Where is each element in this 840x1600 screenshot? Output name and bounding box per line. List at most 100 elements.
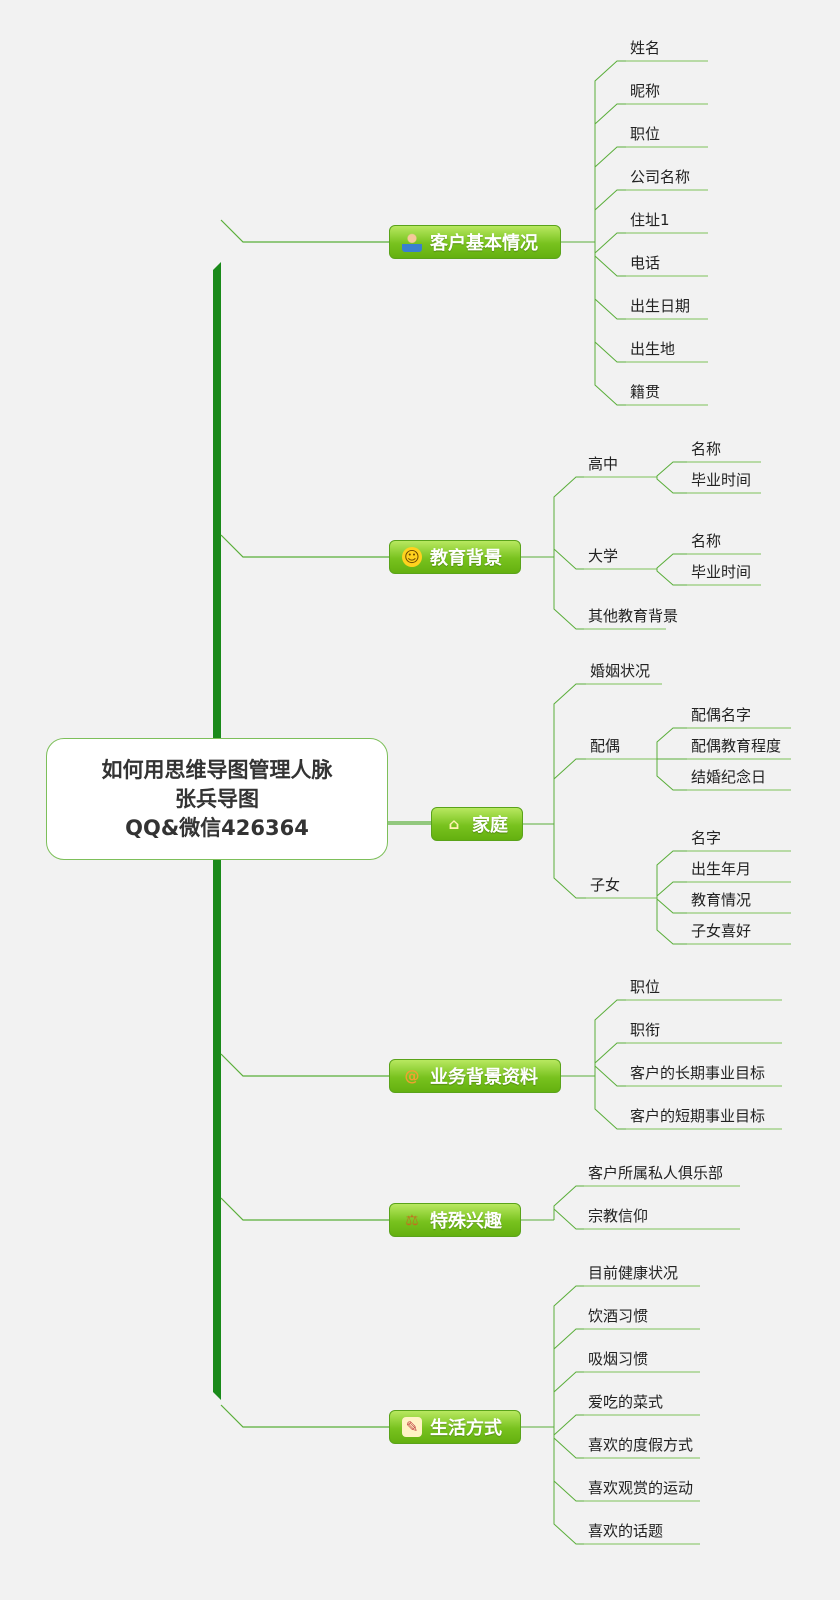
branch-topic-4[interactable]: @业务背景资料 bbox=[389, 1059, 561, 1093]
branch-topic-2[interactable]: ☺ 教育背景 bbox=[389, 540, 521, 574]
grandchild-topic[interactable]: 名字 bbox=[691, 829, 722, 847]
child-topic[interactable]: 喜欢的话题 bbox=[588, 1522, 664, 1540]
connector-line bbox=[553, 1328, 584, 1427]
child-topic[interactable]: 住址1 bbox=[630, 211, 670, 229]
branch-topic-5[interactable]: ⚖ 特殊兴趣 bbox=[389, 1203, 521, 1237]
scales-icon: ⚖ bbox=[405, 1211, 419, 1229]
child-topic[interactable]: 配偶 bbox=[590, 737, 621, 755]
house-icon: ⌂ bbox=[448, 815, 460, 833]
person-icon bbox=[402, 232, 422, 252]
branch-topic-3[interactable]: ⌂ 家庭 bbox=[431, 807, 523, 841]
grandchild-topic[interactable]: 教育情况 bbox=[691, 891, 752, 909]
connector-line bbox=[553, 1185, 584, 1220]
child-topic[interactable]: 客户所属私人俱乐部 bbox=[588, 1164, 724, 1182]
palette-icon: ✎ bbox=[402, 1417, 422, 1437]
child-topic[interactable]: 职位 bbox=[630, 125, 661, 143]
branch-topic-1[interactable]: 客户基本情况 bbox=[389, 225, 561, 259]
at-sign-icon: @ bbox=[404, 1067, 420, 1085]
smiley-icon: ☺ bbox=[402, 547, 422, 567]
connector-line bbox=[656, 553, 687, 569]
connector-line bbox=[594, 242, 626, 406]
connector-line bbox=[656, 898, 687, 914]
connector-line bbox=[594, 1042, 626, 1076]
child-topic[interactable]: 客户的长期事业目标 bbox=[630, 1064, 766, 1082]
child-topic[interactable]: 大学 bbox=[588, 547, 619, 565]
central-topic-title: 如何用思维导图管理人脉 bbox=[101, 757, 333, 782]
connector-line bbox=[594, 1064, 626, 1087]
child-topic[interactable]: 爱吃的菜式 bbox=[588, 1393, 664, 1411]
grandchild-topic[interactable]: 名称 bbox=[691, 440, 722, 458]
grandchild-topic[interactable]: 配偶教育程度 bbox=[691, 737, 782, 755]
child-topic[interactable]: 出生地 bbox=[630, 340, 676, 358]
child-topic[interactable]: 婚姻状况 bbox=[590, 662, 651, 680]
child-topic[interactable]: 昵称 bbox=[630, 82, 661, 100]
child-topic[interactable]: 高中 bbox=[588, 455, 619, 473]
connector-line bbox=[656, 759, 687, 791]
connector-line bbox=[656, 461, 687, 477]
connector-line bbox=[220, 1404, 389, 1428]
grandchild-topic[interactable]: 配偶名字 bbox=[691, 706, 752, 724]
connector-line bbox=[553, 758, 586, 824]
connector-line bbox=[220, 219, 389, 243]
connector-line bbox=[553, 683, 586, 824]
connector-line bbox=[594, 189, 626, 242]
child-topic[interactable]: 籍贯 bbox=[630, 383, 661, 401]
central-topic[interactable]: 如何用思维导图管理人脉 张兵导图 QQ&微信426364 bbox=[46, 738, 388, 860]
connector-line bbox=[594, 232, 626, 255]
child-topic[interactable]: 公司名称 bbox=[630, 168, 691, 186]
connector-line bbox=[220, 1053, 389, 1077]
child-topic[interactable]: 喜欢观赏的运动 bbox=[588, 1479, 694, 1497]
child-topic[interactable]: 出生日期 bbox=[630, 297, 691, 315]
connector-line bbox=[220, 534, 389, 558]
child-topic[interactable]: 其他教育背景 bbox=[588, 607, 679, 625]
connector-line bbox=[656, 850, 687, 898]
connector-line bbox=[553, 1207, 584, 1230]
connector-line bbox=[553, 1414, 584, 1437]
child-topic[interactable]: 职位 bbox=[630, 978, 661, 996]
branch-topic-label: 生活方式 bbox=[430, 1418, 502, 1439]
connector-line bbox=[553, 1371, 584, 1427]
central-topic-contact: QQ&微信426364 bbox=[125, 815, 309, 840]
central-topic-author: 张兵导图 bbox=[175, 786, 259, 811]
grandchild-topic[interactable]: 毕业时间 bbox=[691, 471, 752, 489]
grandchild-topic[interactable]: 结婚纪念日 bbox=[691, 768, 767, 786]
grandchild-topic[interactable]: 子女喜好 bbox=[691, 922, 752, 940]
child-topic[interactable]: 目前健康状况 bbox=[588, 1264, 679, 1282]
branch-topic-6[interactable]: ✎ 生活方式 bbox=[389, 1410, 521, 1444]
connector-line bbox=[553, 547, 584, 570]
child-topic[interactable]: 喜欢的度假方式 bbox=[588, 1436, 694, 1454]
child-topic[interactable]: 客户的短期事业目标 bbox=[630, 1107, 766, 1125]
child-topic[interactable]: 电话 bbox=[630, 254, 661, 272]
grandchild-topic[interactable]: 出生年月 bbox=[691, 860, 752, 878]
connector-line bbox=[553, 476, 584, 557]
connector-line bbox=[553, 557, 584, 630]
connector-line bbox=[594, 103, 626, 242]
branch-topic-label: 教育背景 bbox=[430, 548, 502, 569]
connector-line bbox=[656, 881, 687, 898]
branch-topic-label: 家庭 bbox=[472, 815, 508, 836]
grandchild-topic[interactable]: 名称 bbox=[691, 532, 722, 550]
connector-line bbox=[656, 727, 687, 759]
connector-line bbox=[553, 1427, 584, 1502]
connector-line bbox=[553, 1427, 584, 1459]
branch-topic-label: 客户基本情况 bbox=[430, 233, 538, 254]
connector-line bbox=[594, 1076, 626, 1130]
connector-line bbox=[220, 1197, 389, 1221]
grandchild-topic[interactable]: 毕业时间 bbox=[691, 563, 752, 581]
connector-line bbox=[553, 824, 586, 899]
connector-line bbox=[656, 477, 687, 494]
connector-line bbox=[656, 569, 687, 586]
child-topic[interactable]: 吸烟习惯 bbox=[588, 1350, 649, 1368]
connector-line bbox=[594, 146, 626, 242]
child-topic[interactable]: 姓名 bbox=[630, 39, 661, 57]
connector-line bbox=[594, 242, 626, 320]
child-topic[interactable]: 宗教信仰 bbox=[588, 1207, 649, 1225]
connector-line bbox=[594, 60, 626, 242]
child-topic[interactable]: 子女 bbox=[590, 876, 621, 894]
child-topic[interactable]: 职衔 bbox=[630, 1021, 661, 1039]
child-topic[interactable]: 饮酒习惯 bbox=[588, 1307, 649, 1325]
connector-line bbox=[594, 999, 626, 1076]
branch-topic-label: 特殊兴趣 bbox=[430, 1211, 502, 1232]
connector-line bbox=[594, 242, 626, 277]
